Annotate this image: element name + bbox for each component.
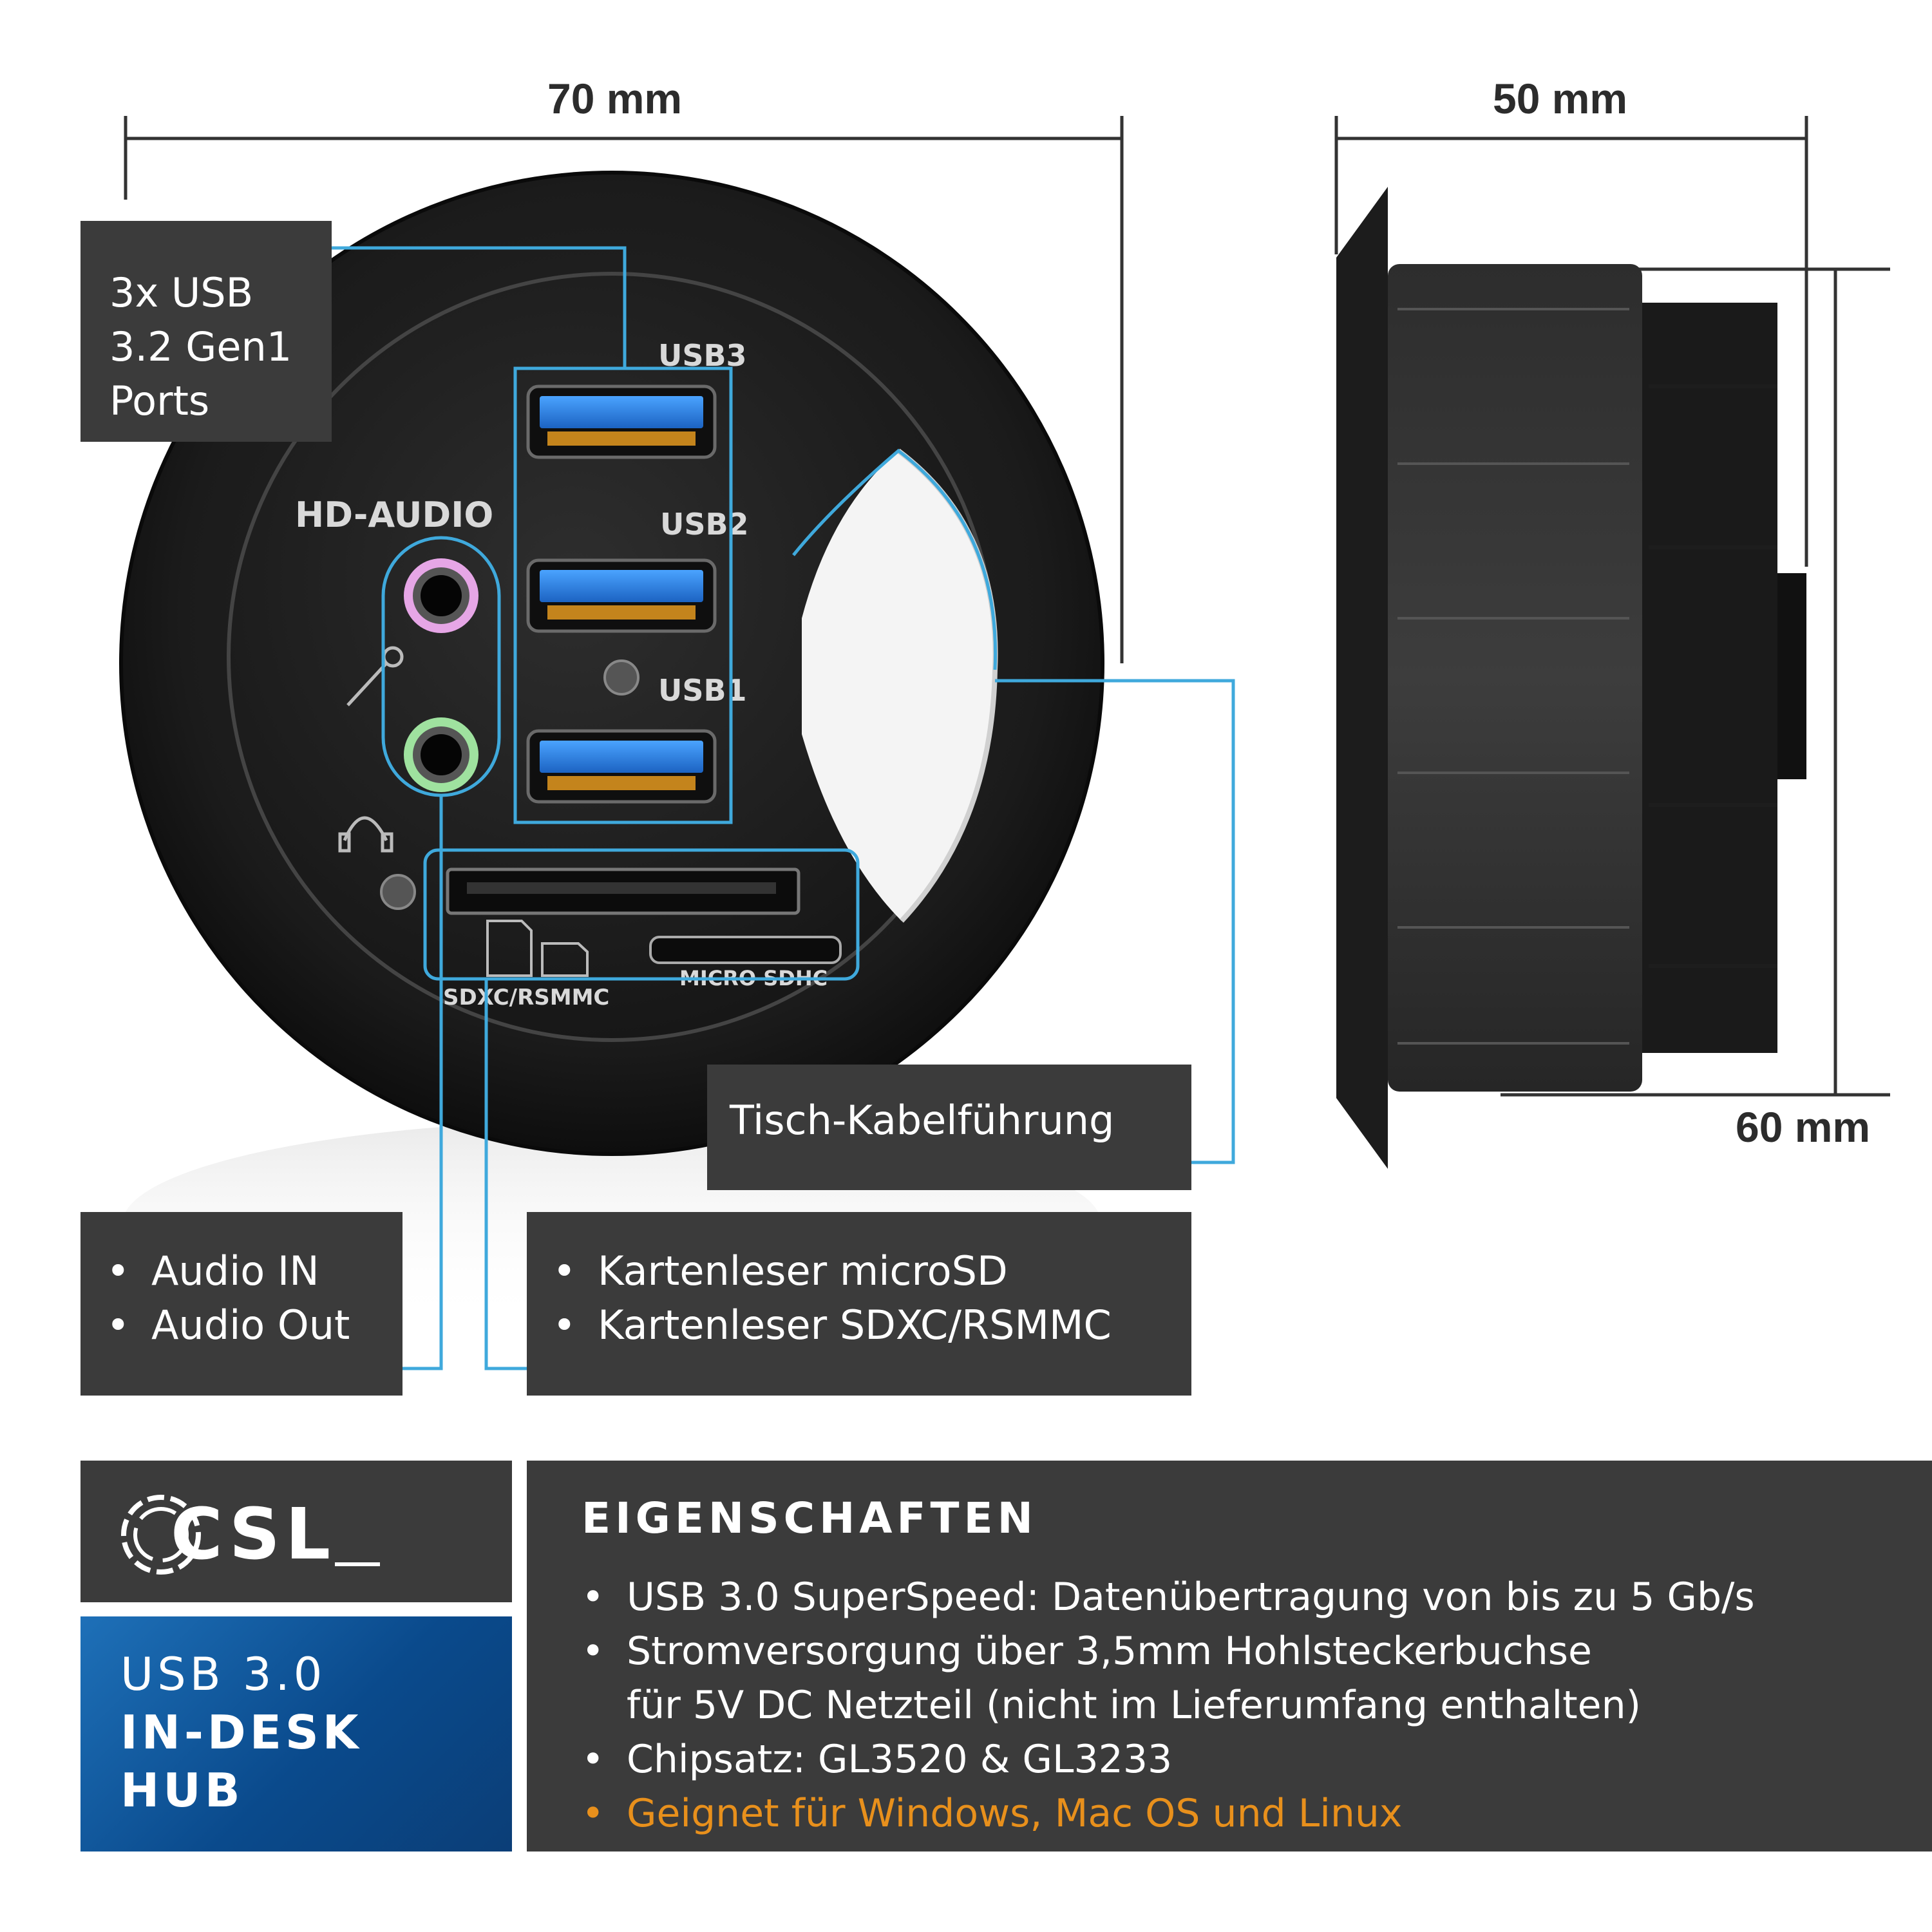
product-name-line2: IN-DESK [120, 1705, 363, 1759]
product-name-line1: USB 3.0 [120, 1648, 327, 1701]
callout-audio: Audio IN Audio Out [80, 1212, 402, 1396]
audio-in-jack [404, 558, 478, 633]
hub-side-view [1336, 187, 1806, 1169]
properties-title: EIGENSCHAFTEN [582, 1493, 1037, 1543]
width-dimension-label: 70 mm [547, 75, 683, 122]
callout-card-reader: Kartenleser microSD Kartenleser SDXC/RSM… [527, 1212, 1191, 1396]
property-os-compat: Geignet für Windows, Mac OS und Linux [582, 1786, 1932, 1841]
sdxc-slot [446, 867, 800, 915]
callout-usb-ports-line1: 3x USB [109, 269, 254, 316]
callout-usb-ports-line2: 3.2 Gen1 [109, 323, 292, 370]
property-power: Stromversorgung über 3,5mm Hohlsteckerbu… [582, 1624, 1932, 1678]
property-chipset: Chipsatz: GL3520 & GL3233 [582, 1732, 1932, 1786]
csl-logo-text: CSL [171, 1493, 336, 1575]
property-power-continued: für 5V DC Netzteil (nicht im Lieferumfan… [627, 1683, 1641, 1728]
height-dimension-label: 60 mm [1736, 1103, 1871, 1151]
product-name-box: USB 3.0 IN-DESK HUB [80, 1616, 512, 1852]
callout-cable-guide-text: Tisch-Kabelführung [730, 1097, 1115, 1144]
usb-port-2 [526, 558, 717, 633]
callout-usb-ports-line3: Ports [109, 377, 210, 424]
callout-usb-ports: 3x USB 3.2 Gen1 Ports [80, 221, 332, 442]
sd-card-icon [486, 920, 589, 977]
product-name-line3: HUB [120, 1763, 244, 1817]
brand-logo-box: CSL [80, 1461, 512, 1602]
callout-audio-in: Audio IN [106, 1244, 402, 1298]
status-led [603, 659, 639, 696]
callout-card-reader-sdxc: Kartenleser SDXC/RSMMC [553, 1298, 1191, 1352]
audio-out-jack [404, 717, 478, 792]
usb-port-1 [526, 729, 717, 804]
callout-audio-out: Audio Out [106, 1298, 402, 1352]
side-width-dimension-label: 50 mm [1493, 75, 1628, 122]
properties-panel: EIGENSCHAFTEN USB 3.0 SuperSpeed: Datenü… [527, 1461, 1932, 1852]
logo-underline [335, 1562, 380, 1566]
usb-port-3 [526, 384, 717, 459]
headphone-icon [338, 816, 393, 853]
hub-label-hd-audio: HD-AUDIO [295, 495, 493, 535]
callout-cable-guide: Tisch-Kabelführung [707, 1065, 1191, 1190]
width-dimension-line [124, 116, 1124, 663]
csl-logo-mark [121, 1495, 201, 1575]
callout-card-reader-microsd: Kartenleser microSD [553, 1244, 1191, 1298]
hub-label-usb1: USB1 [658, 673, 747, 708]
side-dimension-lines [1334, 116, 1890, 1097]
hub-label-usb2: USB2 [660, 507, 749, 542]
property-usb-speed: USB 3.0 SuperSpeed: Datenübertragung von… [582, 1570, 1932, 1624]
micro-sdhc-slot [649, 936, 842, 964]
hub-label-sdxc: SDXC/RSMMC [443, 985, 609, 1010]
